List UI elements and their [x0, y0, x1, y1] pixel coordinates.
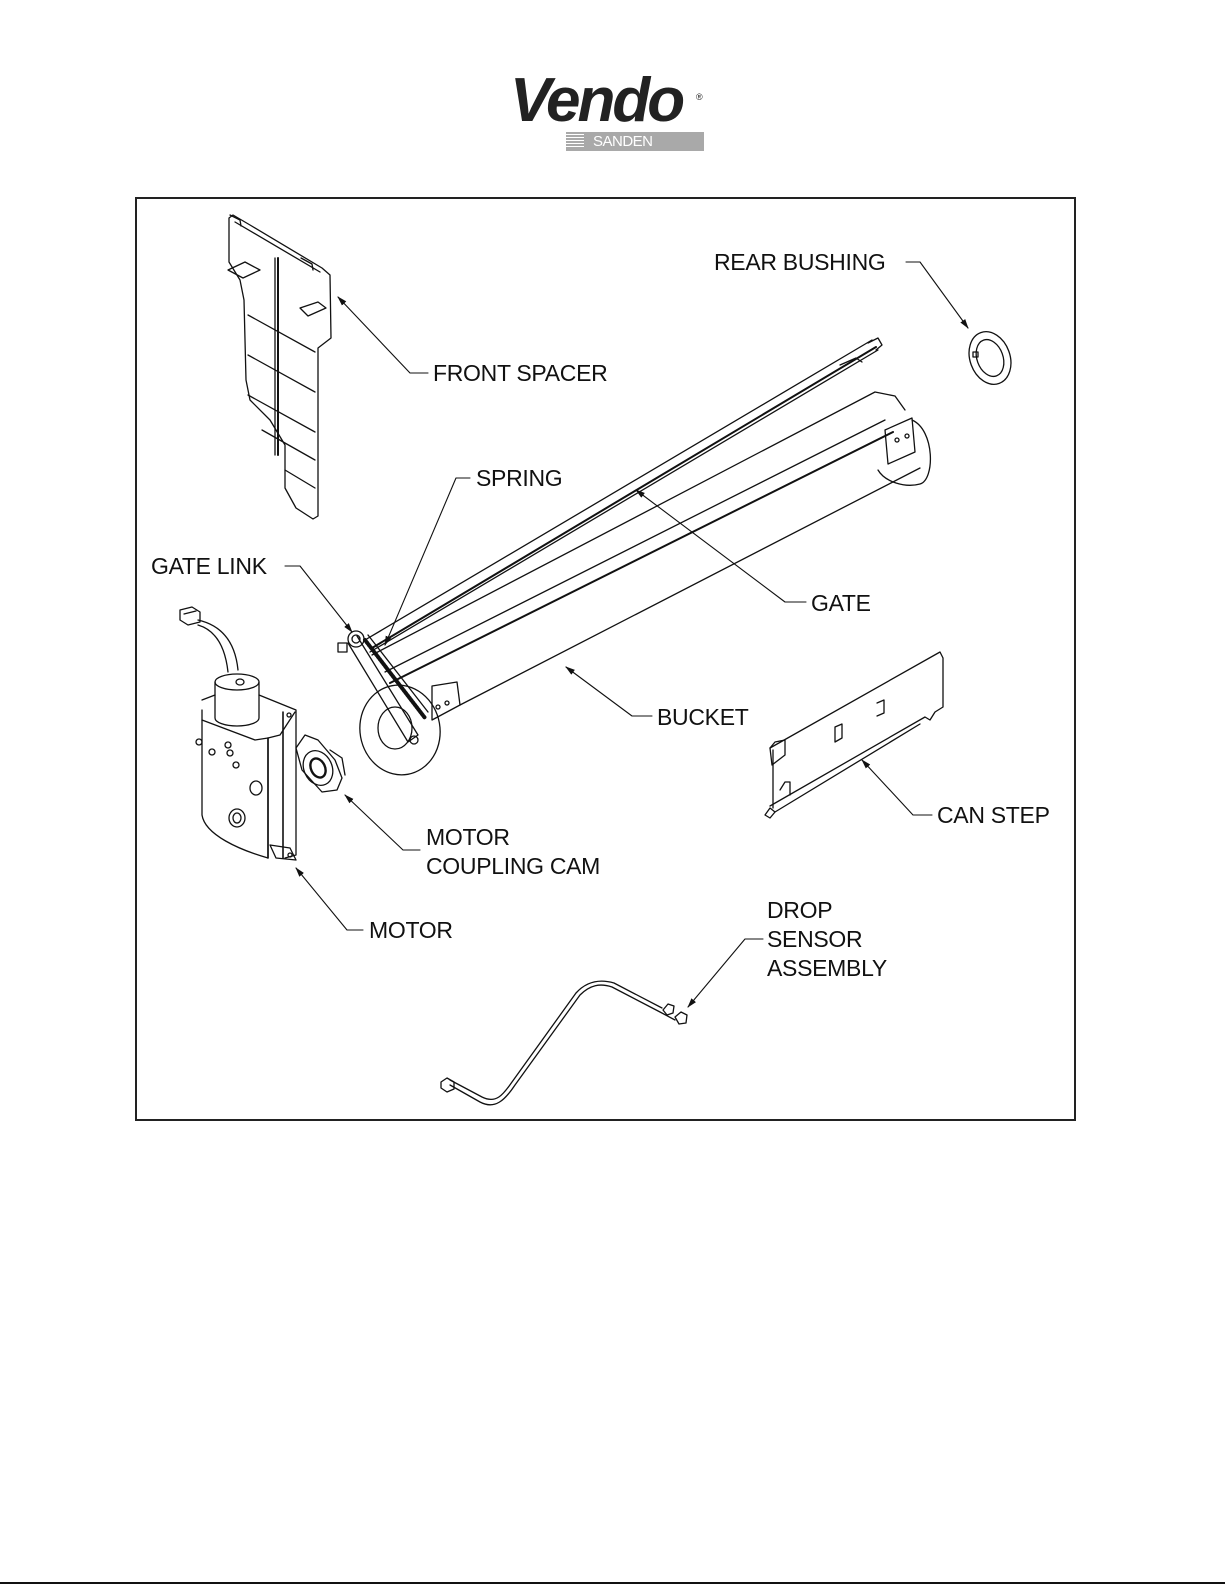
vendo-sanden-logo: Vendo ® SANDEN [510, 70, 710, 152]
callout-bucket: BUCKET [657, 704, 749, 730]
callout-motor-coupling-cam-line1: MOTOR [426, 824, 510, 850]
leader-bucket [565, 666, 653, 717]
callout-drop-sensor-line1: DROP [767, 897, 833, 923]
leader-motor [295, 867, 364, 931]
leader-rear-bushing [905, 261, 969, 329]
can-step-part [764, 651, 944, 819]
logo-sub-brand-bar: SANDEN [566, 132, 704, 151]
callout-spring: SPRING [476, 465, 563, 491]
leader-gate-link [284, 565, 353, 633]
leader-can-step [861, 759, 933, 816]
sanden-stripes-icon [566, 134, 584, 149]
logo-brand: Vendo [510, 66, 685, 135]
rear-bushing-part [968, 331, 1012, 385]
gate-part [364, 337, 883, 653]
callout-front-spacer: FRONT SPACER [433, 360, 608, 386]
leader-motor-coupling-cam [344, 794, 421, 851]
logo-registered-mark: ® [696, 92, 703, 102]
page-bottom-rule [0, 1582, 1225, 1584]
leader-spring [384, 477, 471, 646]
leader-drop-sensor [687, 938, 764, 1008]
motor-coupling-cam-part [295, 734, 346, 793]
diagram-frame [135, 197, 1076, 1121]
callout-can-step: CAN STEP [937, 802, 1050, 828]
callout-drop-sensor-line2: SENSOR [767, 926, 863, 952]
leader-front-spacer [337, 296, 429, 374]
callout-gate-link: GATE LINK [151, 553, 267, 579]
motor-part [179, 606, 297, 861]
callout-drop-sensor-line3: ASSEMBLY [767, 955, 887, 981]
logo-sub-brand: SANDEN [593, 133, 653, 150]
front-spacer-part [227, 214, 332, 520]
bucket-part [359, 391, 931, 776]
callout-gate: GATE [811, 590, 871, 616]
callout-rear-bushing: REAR BUSHING [714, 249, 886, 275]
callout-motor-coupling-cam-line2: COUPLING CAM [426, 853, 601, 879]
spring-gate-link-part [337, 630, 429, 745]
drop-sensor-assembly-part [440, 980, 688, 1106]
leader-gate [635, 489, 807, 603]
leader-lines [284, 261, 969, 1008]
callout-motor: MOTOR [369, 917, 453, 943]
